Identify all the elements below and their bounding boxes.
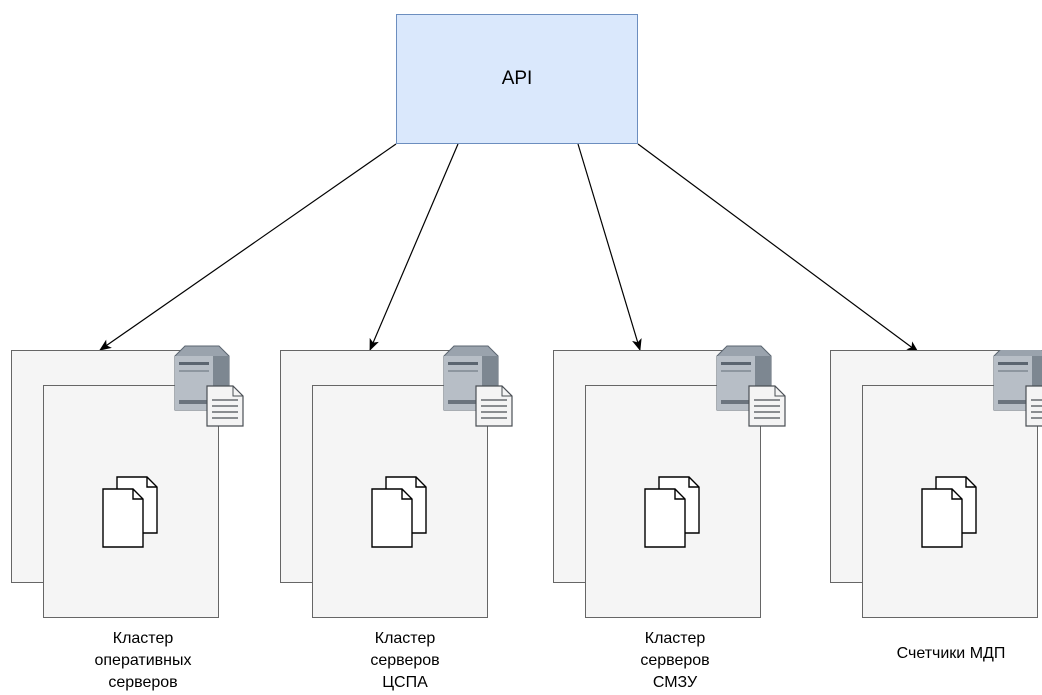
connector-api-to-cluster-4 [637, 143, 919, 353]
cluster-smzu-servers [553, 345, 803, 620]
connector-api-to-cluster-2 [369, 143, 459, 351]
server-icon [716, 345, 786, 427]
cluster-label-operational: Кластер оперативных серверов [94, 630, 192, 691]
server-icon [993, 350, 1042, 427]
cluster-label-smzu: Кластер серверов СМЗУ [640, 630, 710, 691]
cluster-label-tspa: Кластер серверов ЦСПА [370, 630, 440, 691]
cluster-operational-servers [11, 345, 261, 620]
document-icon [644, 476, 700, 548]
cluster-mdp-meters [830, 350, 1042, 620]
api-box: API [396, 14, 638, 144]
cluster-tspa-servers [280, 345, 530, 620]
document-icon [921, 476, 977, 548]
server-icon [174, 345, 244, 427]
document-icon [371, 476, 427, 548]
connector-api-to-cluster-1 [99, 143, 397, 351]
api-label: API [501, 68, 533, 89]
server-icon [443, 345, 513, 427]
connector-api-to-cluster-3 [577, 143, 642, 351]
cluster-label-mdp: Счетчики МДП [896, 645, 1006, 662]
document-icon [102, 476, 158, 548]
